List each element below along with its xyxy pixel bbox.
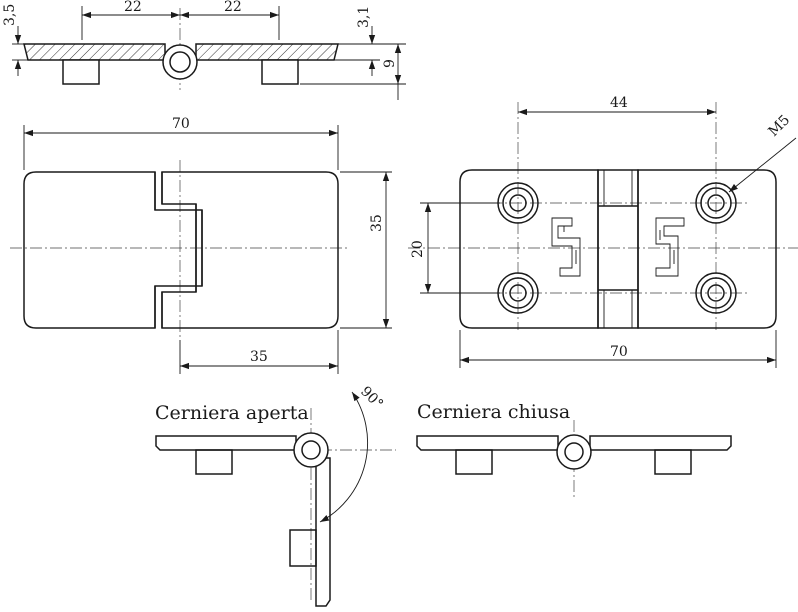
dim-back-vertical: 20 <box>410 240 426 258</box>
dim-back-width: 70 <box>610 344 628 360</box>
top-section-view: 22 22 3,5 3,1 9 <box>2 0 406 100</box>
dim-top-thickness-left: 3,5 <box>2 4 18 26</box>
dim-angle: 90° <box>357 384 386 413</box>
closed-hinge-view: Cerniera chiusa <box>416 401 732 500</box>
closed-leaf-right <box>589 435 732 451</box>
dim-front-width: 70 <box>172 116 190 132</box>
back-leaf-right <box>637 169 777 329</box>
open-hinge-view: Cerniera aperta 90° <box>155 384 396 607</box>
back-knuckle <box>597 169 639 329</box>
dim-top-right: 22 <box>224 0 242 15</box>
open-leaf-horizontal <box>155 435 297 451</box>
dim-top-thickness-right: 3,1 <box>356 6 372 28</box>
front-leaf-left <box>23 171 203 329</box>
open-boss-vertical <box>289 529 317 567</box>
top-plate-left <box>23 43 166 61</box>
back-hole-top-right <box>695 182 737 224</box>
top-boss-left <box>62 59 100 85</box>
dim-back-spacing: 44 <box>610 95 628 111</box>
back-leaf-left <box>459 169 599 329</box>
dim-top-left: 22 <box>124 0 142 15</box>
back-view: 44 M5 20 70 <box>408 95 798 368</box>
closed-knuckle <box>556 434 592 470</box>
caption-closed: Cerniera chiusa <box>417 401 570 423</box>
back-hole-bottom-right <box>695 272 737 314</box>
brand-logo-right <box>655 217 685 277</box>
front-leaf-right <box>161 171 339 329</box>
top-boss-right <box>261 59 299 85</box>
open-boss-horizontal <box>195 449 233 475</box>
brand-logo-left <box>551 217 581 277</box>
dim-front-height: 35 <box>369 214 385 232</box>
top-knuckle <box>162 44 198 80</box>
dim-front-half: 35 <box>250 349 268 365</box>
front-view: 70 35 35 <box>10 116 392 374</box>
dim-top-height: 9 <box>382 59 398 68</box>
top-plate-right <box>195 43 339 61</box>
open-knuckle <box>293 432 329 468</box>
dim-back-thread: M5 <box>766 112 794 140</box>
closed-boss-right <box>654 449 692 475</box>
caption-open: Cerniera aperta <box>155 402 309 424</box>
closed-knuckle-pin <box>564 442 584 462</box>
open-leaf-vertical <box>315 457 331 607</box>
closed-boss-left <box>455 449 493 475</box>
closed-leaf-left <box>416 435 559 451</box>
top-knuckle-pin <box>169 51 191 73</box>
